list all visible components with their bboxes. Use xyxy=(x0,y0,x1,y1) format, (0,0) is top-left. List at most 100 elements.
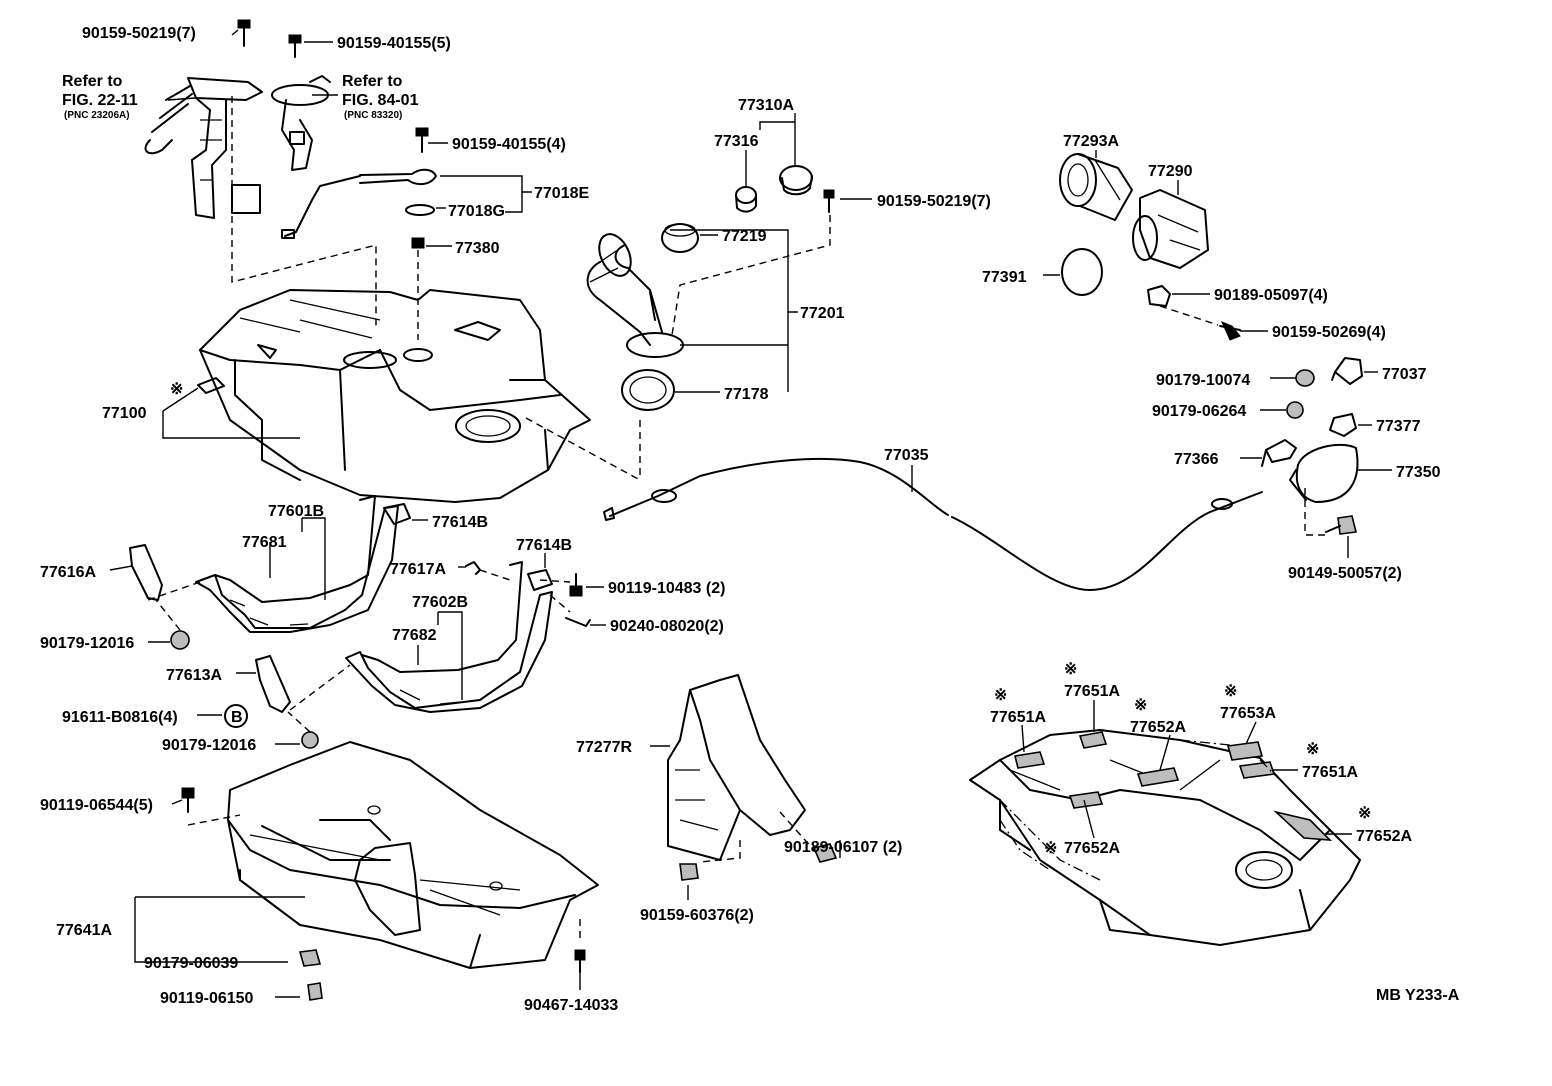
label-77293a: 77293A xyxy=(1063,133,1119,150)
asterisk-77652a-3: ※ xyxy=(1044,840,1057,857)
label-77290: 77290 xyxy=(1148,163,1193,180)
label-77100: 77100 xyxy=(102,405,147,422)
label-77651a-2: 77651A xyxy=(1064,683,1120,700)
bracket-77616a xyxy=(129,544,163,601)
label-pnc-23206a: (PNC 23206A) xyxy=(64,110,130,121)
label-90159-50219-7-a: 90159-50219(7) xyxy=(82,25,196,42)
label-77391: 77391 xyxy=(982,269,1027,286)
label-90159-40155-4: 90159-40155(4) xyxy=(452,136,566,153)
label-77681: 77681 xyxy=(242,534,287,551)
nut-90179-12016-a xyxy=(170,630,190,650)
label-pnc-83320: (PNC 83320) xyxy=(344,110,402,121)
label-77652a-3: 77652A xyxy=(1064,840,1120,857)
label-90240-08020-2: 90240-08020(2) xyxy=(610,618,724,635)
asterisk-77651a-3: ※ xyxy=(1306,741,1319,758)
spring-77377 xyxy=(1329,413,1357,437)
filler-gasket-77178 xyxy=(621,369,675,411)
label-90159-50269-4: 90159-50269(4) xyxy=(1272,324,1386,341)
label-fig-22-11: FIG. 22-11 xyxy=(62,92,138,109)
label-77616a: 77616A xyxy=(40,564,96,581)
label-90179-06039: 90179-06039 xyxy=(144,955,238,972)
label-b-marker: B xyxy=(231,709,243,726)
label-77682: 77682 xyxy=(392,627,437,644)
filler-housing-77290 xyxy=(1132,189,1209,269)
bumper-90179-06264 xyxy=(1286,401,1304,419)
marker-b-circle xyxy=(224,704,248,728)
label-77377: 77377 xyxy=(1376,418,1421,435)
label-77018e: 77018E xyxy=(534,185,589,202)
label-77651a-1: 77651A xyxy=(990,709,1046,726)
bolts-top-left xyxy=(237,19,429,249)
pin-90240-08020 xyxy=(565,617,591,627)
hinge-77037 xyxy=(1331,357,1363,385)
asterisk-77652a-2: ※ xyxy=(1358,805,1371,822)
asterisk-77651a-2: ※ xyxy=(1064,661,1077,678)
fuel-door-77350 xyxy=(1289,443,1359,503)
lock-77366 xyxy=(1261,439,1297,467)
clip-90189-05097 xyxy=(1147,285,1171,307)
label-77613a: 77613A xyxy=(166,667,222,684)
label-77037: 77037 xyxy=(1382,366,1427,383)
filler-housing-77293a xyxy=(1059,153,1133,221)
label-77350: 77350 xyxy=(1396,464,1441,481)
label-77316: 77316 xyxy=(714,133,759,150)
label-90119-06150: 90119-06150 xyxy=(160,990,254,1007)
clip-90189-06107 xyxy=(812,843,838,863)
label-90189-06107-2: 90189-06107 (2) xyxy=(784,839,902,856)
tank-strap-77602b xyxy=(345,561,553,713)
label-90119-10483-2: 90119-10483 (2) xyxy=(608,580,725,597)
label-77602b: 77602B xyxy=(412,594,468,611)
label-90149-50057-2: 90149-50057(2) xyxy=(1288,565,1402,582)
label-fig-84-01: FIG. 84-01 xyxy=(342,92,419,109)
asterisk-77100: ※ xyxy=(170,381,183,398)
label-refer-to-1: Refer to xyxy=(62,73,123,90)
fuel-tank-alt-view xyxy=(969,729,1361,946)
leader-lines xyxy=(109,29,1392,998)
screw-90149-50057 xyxy=(1325,515,1357,535)
label-90159-60376-2: 90159-60376(2) xyxy=(640,907,754,924)
label-77601b: 77601B xyxy=(268,503,324,520)
asterisk-77651a-1: ※ xyxy=(994,687,1007,704)
tank-pads-alt-view xyxy=(1014,731,1333,841)
label-90159-40155-5: 90159-40155(5) xyxy=(337,35,451,52)
label-77653a: 77653A xyxy=(1220,705,1276,722)
label-77035: 77035 xyxy=(884,447,929,464)
fuel-tank-main xyxy=(199,289,591,503)
fuel-cap-77310a xyxy=(735,165,813,213)
label-90179-06264: 90179-06264 xyxy=(1152,403,1246,420)
label-77366: 77366 xyxy=(1174,451,1219,468)
asterisk-77653a: ※ xyxy=(1224,683,1237,700)
label-77310a: 77310A xyxy=(738,97,794,114)
bolt-90119-10483 xyxy=(569,573,583,597)
label-77641a: 77641A xyxy=(56,922,112,939)
screw-90159-50269 xyxy=(1219,321,1241,341)
skid-plate-77641a xyxy=(227,741,599,969)
label-77651a-3: 77651A xyxy=(1302,764,1358,781)
label-77178: 77178 xyxy=(724,386,769,403)
figure-code: MB Y233-A xyxy=(1376,987,1460,1004)
clip-77617a xyxy=(465,561,481,575)
shield-77277r xyxy=(667,674,806,861)
bracket-77613a xyxy=(255,655,291,713)
label-90179-10074: 90179-10074 xyxy=(1156,372,1250,389)
tank-pad xyxy=(197,377,225,394)
screw-90159-60376 xyxy=(679,863,699,881)
label-91611-b0816-4: 91611-B0816(4) xyxy=(62,709,178,726)
label-77652a-2: 77652A xyxy=(1356,828,1412,845)
label-77018g: 77018G xyxy=(448,203,505,220)
label-77614b-b: 77614B xyxy=(516,537,572,554)
label-77617a: 77617A xyxy=(390,561,446,578)
label-77614b-a: 77614B xyxy=(432,514,488,531)
label-90189-05097-4: 90189-05097(4) xyxy=(1214,287,1328,304)
bolts-skid-plate xyxy=(181,787,586,1001)
label-77380: 77380 xyxy=(455,240,500,257)
strap-bracket-77614b-b xyxy=(527,569,553,591)
nut-90179-12016-b xyxy=(301,731,319,749)
part-labels: 90159-50219(7) 90159-40155(5) Refer to F… xyxy=(40,25,1460,1014)
label-77219: 77219 xyxy=(722,228,767,245)
release-cable-77035 xyxy=(603,457,1263,591)
bumper-90179-10074 xyxy=(1295,369,1315,387)
fuel-sender-gauge xyxy=(271,75,331,171)
label-refer-to-2: Refer to xyxy=(342,73,403,90)
